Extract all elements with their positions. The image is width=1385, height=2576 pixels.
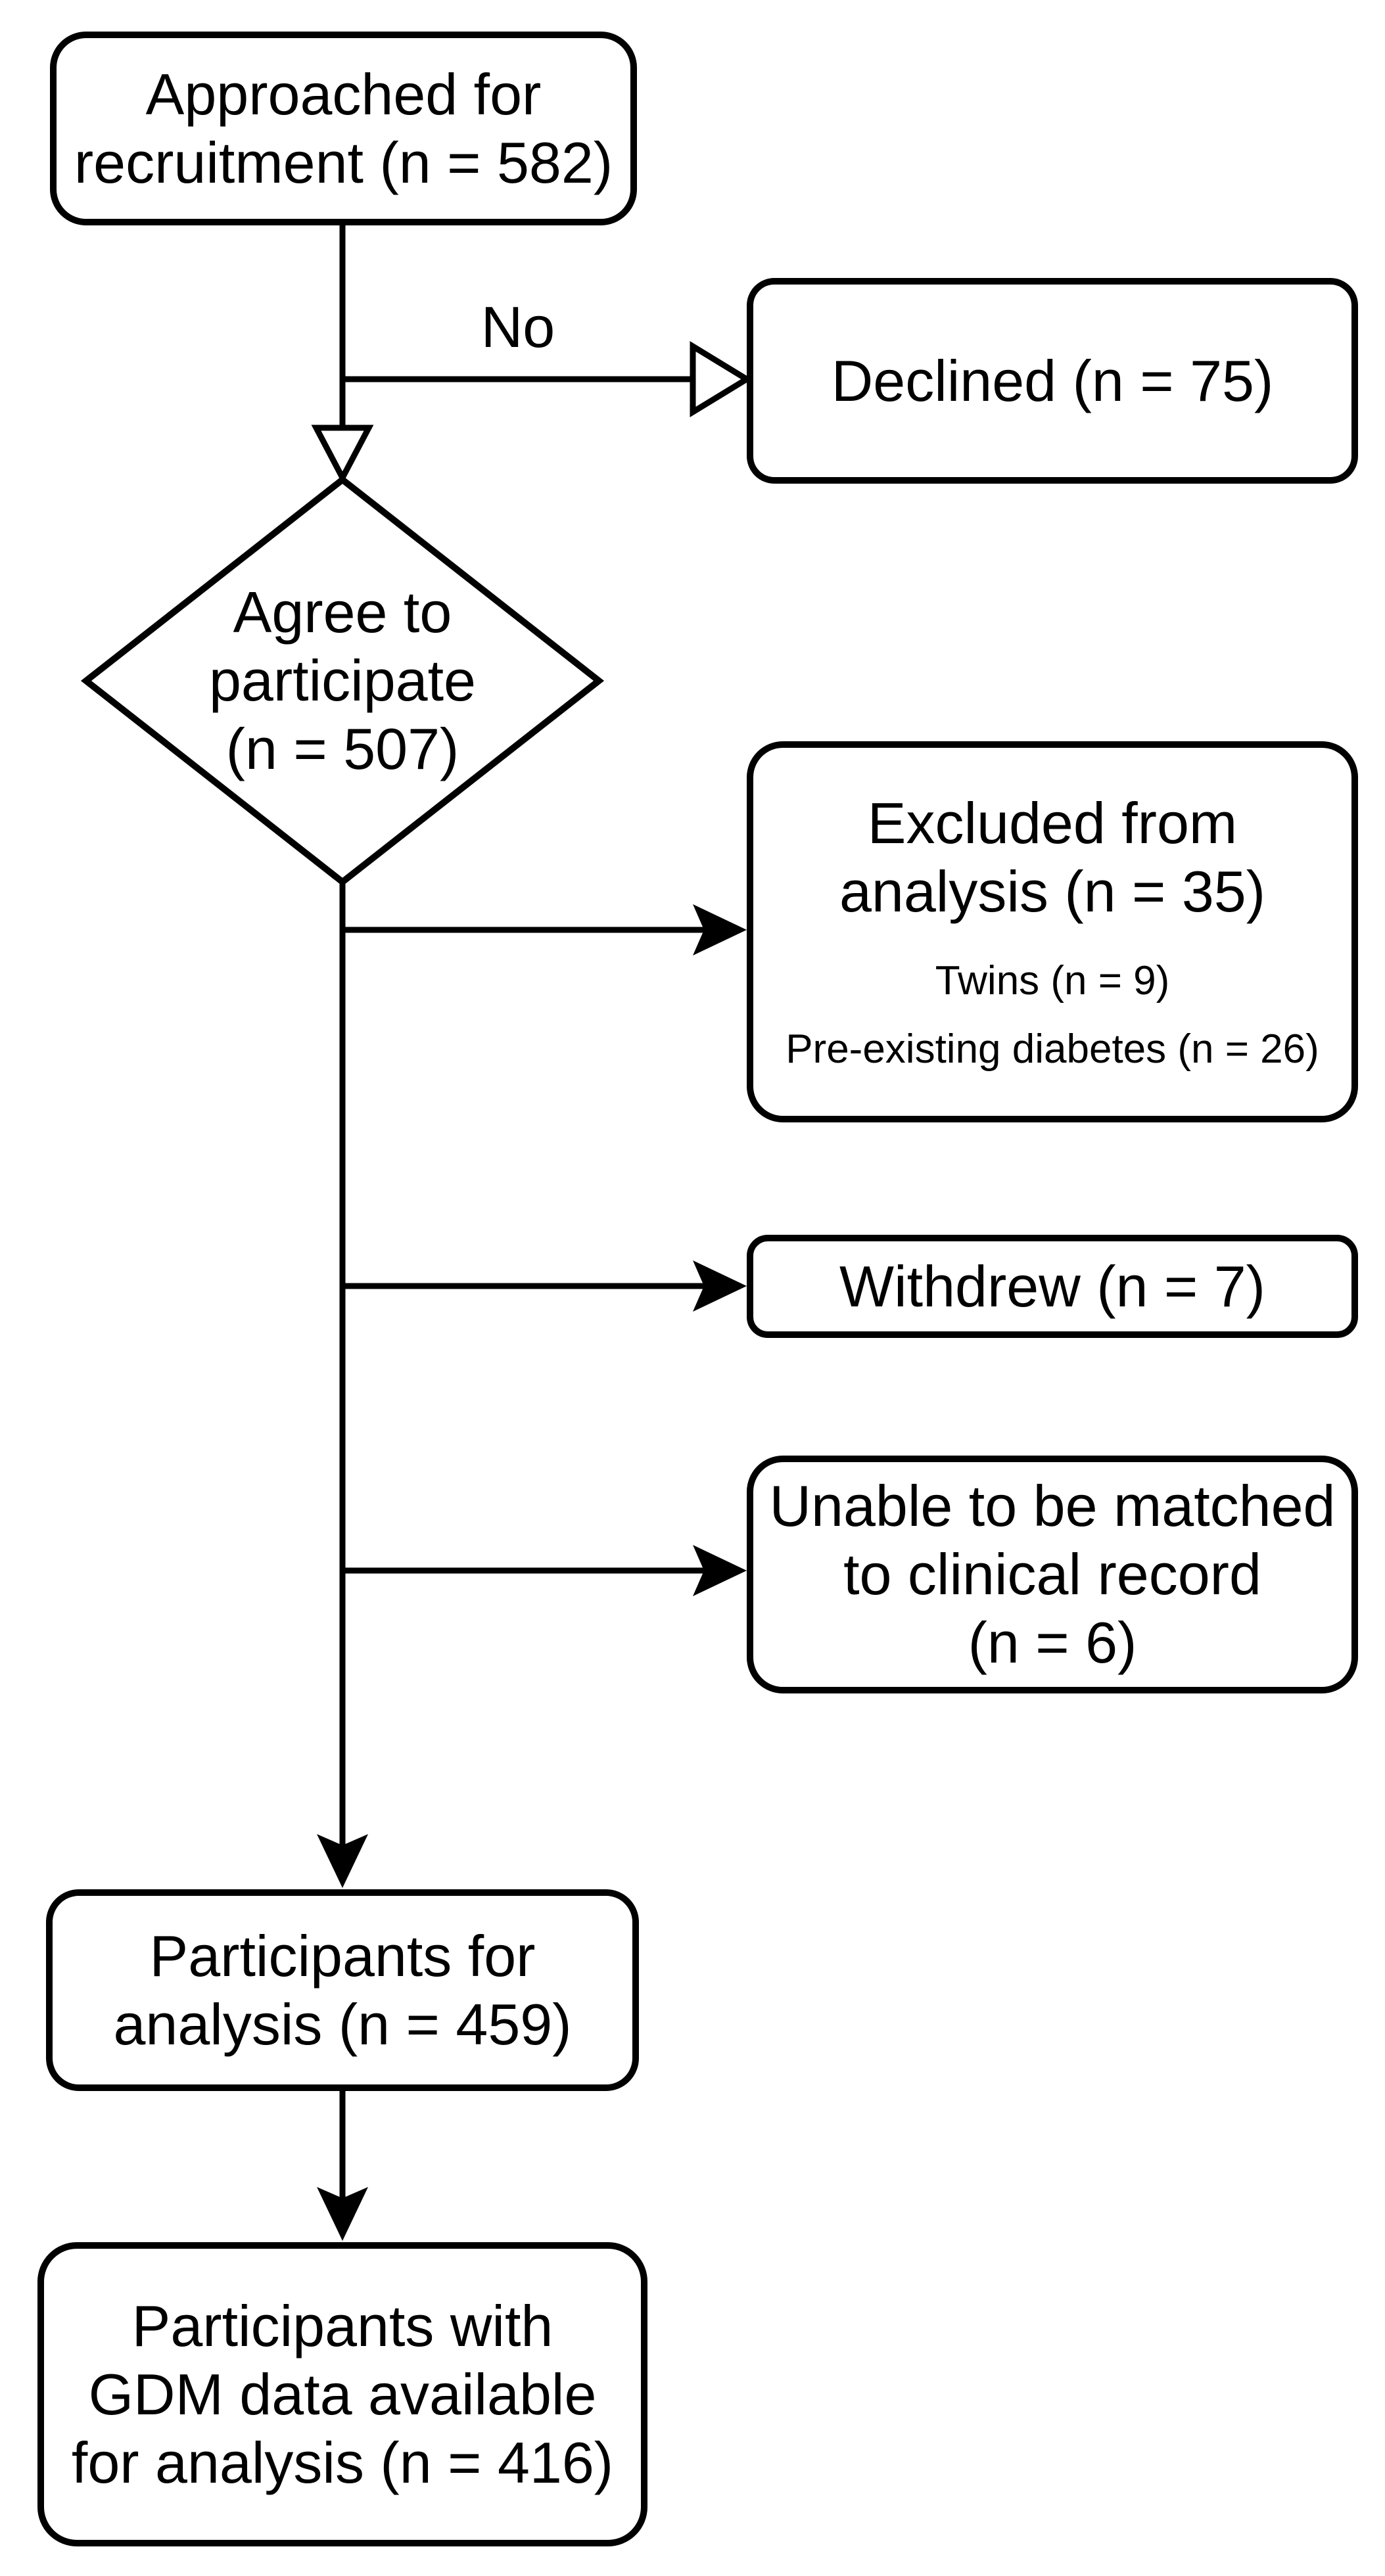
node-text-line: analysis (n = 459) (113, 1991, 572, 2057)
node-approached-for-recruitment: Approached for recruitment (n = 582) (50, 32, 637, 225)
node-excluded-from-analysis: Excluded from analysis (n = 35) Twins (n… (747, 741, 1358, 1122)
solid-arrowhead-right-icon (693, 904, 747, 955)
node-text-line: Agree to (233, 580, 452, 645)
node-participants-with-gdm-data: Participants with GDM data available for… (37, 2242, 647, 2546)
node-text-line: to clinical record (843, 1542, 1261, 1607)
node-text-line: participate (208, 648, 476, 713)
edge-label-no: No (419, 292, 617, 361)
open-arrowhead-down-icon (311, 425, 374, 484)
node-text-line: Participants for (149, 1923, 536, 1989)
node-text-line: Participants with (131, 2293, 553, 2358)
node-text-line: Approached for (145, 61, 542, 127)
node-text-line: Declined (n = 75) (831, 348, 1274, 413)
node-unable-to-be-matched: Unable to be matched to clinical record … (747, 1456, 1358, 1693)
solid-arrowhead-right-icon (693, 1545, 747, 1596)
node-text-line: Unable to be matched (769, 1473, 1336, 1538)
node-text-line: Withdrew (n = 7) (839, 1253, 1265, 1319)
solid-arrowhead-right-icon (693, 1260, 747, 1312)
node-text-line: (n = 507) (225, 716, 459, 781)
node-text-line: analysis (n = 35) (839, 859, 1266, 924)
open-arrowhead-right-icon (690, 340, 753, 418)
node-withdrew: Withdrew (n = 7) (747, 1235, 1358, 1338)
node-subtext-line: Pre-existing diabetes (n = 26) (786, 1026, 1319, 1072)
node-text-line: recruitment (n = 582) (74, 129, 613, 195)
node-text-line: Excluded from (867, 791, 1238, 856)
node-subtext-line: Twins (n = 9) (935, 958, 1170, 1003)
node-text-line: GDM data available (88, 2361, 597, 2427)
node-text-line: (n = 6) (968, 1610, 1137, 1675)
solid-arrowhead-down-icon (317, 1834, 368, 1888)
node-participants-for-analysis: Participants for analysis (n = 459) (46, 1889, 639, 2091)
solid-arrowhead-down-icon (317, 2187, 368, 2241)
node-agree-to-participate: Agree to participate (n = 507) (145, 578, 540, 783)
edge-label-text: No (481, 294, 555, 359)
node-text-line: for analysis (n = 416) (71, 2429, 614, 2495)
node-declined: Declined (n = 75) (747, 278, 1358, 484)
